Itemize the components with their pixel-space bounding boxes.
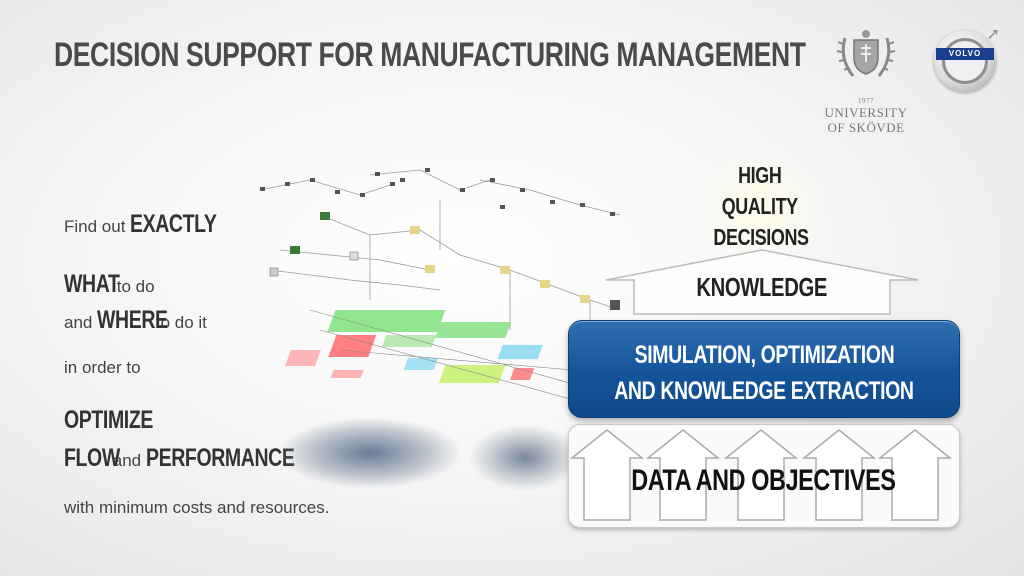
em-exactly: EXACTLY [130,210,217,238]
slide-title: DECISION SUPPORT FOR MANUFACTURING MANAG… [54,36,806,74]
volvo-wordmark: VOLVO [936,48,994,60]
factory-photo-right [470,425,580,490]
high-quality-decisions: HIGH QUALITY DECISIONS [713,162,809,250]
simulation-block: SIMULATION, OPTIMIZATION AND KNOWLEDGE E… [568,320,960,418]
em-what: WHAT [64,270,120,298]
knowledge-label: KNOWLEDGE [696,272,828,302]
em-flow: FLOW [64,444,120,472]
text-optimize: OPTIMIZE [64,406,178,435]
volvo-arrow-icon: ➚ [986,26,1000,43]
simulation-line1: SIMULATION, OPTIMIZATION [634,341,894,369]
volvo-logo: ➚ VOLVO [934,26,1000,92]
decision-glow [690,150,830,265]
university-name-line2: OF SKÖVDE [827,120,905,135]
em-optimize: OPTIMIZE [64,406,153,434]
simulation-line2: AND KNOWLEDGE EXTRACTION [614,377,914,405]
simulation-network-illustration [259,168,631,411]
text-flow-and-performance: FLOW and PERFORMANCE [64,444,295,472]
em-where: WHERE [97,306,168,334]
em-performance: PERFORMANCE [145,444,295,472]
data-and-objectives-label: DATA AND OBJECTIVES [630,464,896,497]
factory-photo-left [280,418,460,488]
knowledge-arrow [605,249,919,315]
text-where-to-do-it: and WHERE to do it [64,306,207,334]
university-crest-icon [836,30,896,77]
text-in-order-to: in order to [64,358,141,377]
text-what-to-do: WHAT to do [64,270,155,298]
data-arrows [569,429,953,521]
university-year: 1977 [858,97,874,105]
text-minimum-costs: with minimum costs and resources. [64,498,330,517]
text-find-out-exactly: Find out EXACTLY [64,210,217,238]
university-name-line1: UNIVERSITY [824,105,908,120]
university-logo: 1977 UNIVERSITY OF SKÖVDE [818,28,914,135]
